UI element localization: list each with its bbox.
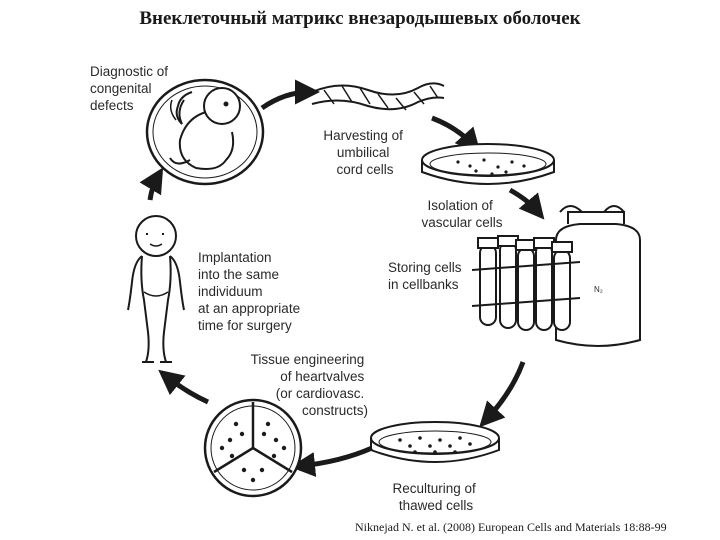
label-isolation: Isolation of vascular cells [421, 198, 502, 230]
label-tissue-engineering: Tissue engineering of heartvalves (or ca… [251, 352, 368, 418]
label-storing: Storing cells in cellbanks [388, 260, 465, 292]
umbilical-cord-icon [311, 82, 445, 111]
nitrogen-tank-icon [555, 205, 641, 347]
baby-icon [127, 215, 185, 363]
label-diagnostic: Diagnostic of congenital defects [90, 64, 172, 113]
label-harvesting: Harvesting of umbilical cord cells [323, 128, 406, 177]
petri-dish-icon [370, 421, 500, 463]
citation: Niknejad N. et al. (2008) European Cells… [355, 520, 667, 534]
label-implantation: Implantation into the same individuum at… [198, 250, 304, 333]
label-reculturing: Reculturing of thawed cells [392, 481, 479, 513]
label-nitrogen: N₂ [594, 285, 603, 294]
heart-valve-icon [203, 398, 303, 498]
cycle-arrow-icon [139, 79, 545, 477]
page-title: Внеклеточный матрикс внезародышевых обол… [139, 8, 581, 29]
test-tubes-icon [471, 235, 581, 331]
petri-dish-icon [421, 143, 555, 185]
fetus-in-womb-icon [145, 78, 265, 186]
